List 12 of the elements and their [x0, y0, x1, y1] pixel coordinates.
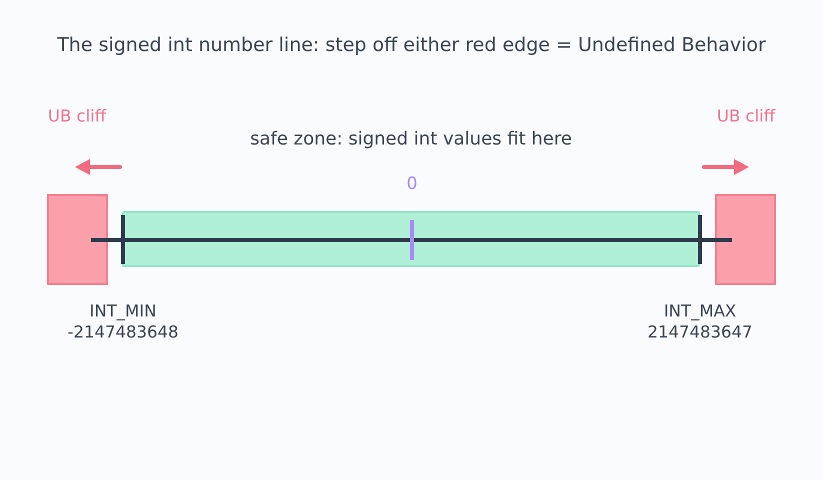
- ub-cliff-block: [715, 194, 776, 285]
- zero-label: 0: [406, 175, 418, 195]
- safe-zone-band: [122, 211, 700, 267]
- limit-name: INT_MIN: [90, 302, 156, 322]
- limit-value: -2147483648: [68, 324, 178, 342]
- limit-value: 2147483647: [648, 324, 752, 342]
- zone-caption: safe zone: signed int values fit here: [250, 130, 572, 150]
- cliff-label: UB cliff: [48, 108, 106, 126]
- limit-name: INT_MAX: [664, 302, 736, 322]
- cliff-label: UB cliff: [716, 108, 776, 126]
- ub-cliff-block: [47, 194, 108, 285]
- diagram-title: The signed int number line: step off either red edge = Undefined Behavior: [57, 35, 766, 57]
